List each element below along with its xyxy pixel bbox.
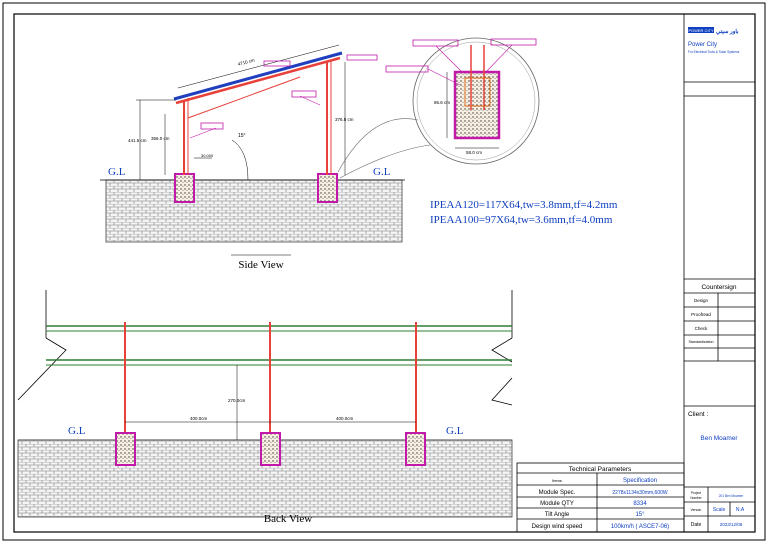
dim-front-height: 441.5 cm — [128, 138, 147, 143]
dim-mid-height: 356.0 cm — [151, 136, 170, 141]
back-view — [17, 290, 513, 518]
company-logo-arabic: باور سيتي — [716, 28, 739, 35]
gl-label-back-right: G.L — [446, 425, 464, 437]
tech-row-spec: 8334 — [633, 501, 647, 507]
company-name: Power City — [688, 42, 717, 48]
gl-label-back-left: G.L — [68, 425, 86, 437]
dim-span-2: 400.0cm — [336, 416, 354, 421]
tech-row-spec: 100km/h ( ASCE7-06) — [611, 524, 669, 530]
date-value: 2023/12/08 — [720, 522, 743, 527]
version-label: Version — [691, 508, 702, 512]
dim-detail-width: 58.0 cm — [466, 150, 482, 155]
dim-tilt: 15° — [238, 133, 246, 139]
dim-rear-height: 376.8 cm — [335, 117, 354, 122]
countersign-standardization: Standardization — [689, 340, 714, 344]
tech-row-item: Module QTY — [540, 501, 574, 507]
side-footing-rear — [317, 173, 338, 203]
client-name: Ben Moamer — [700, 435, 738, 442]
tech-row-item: Tilt Angle — [545, 512, 570, 518]
date-label: Date — [691, 522, 702, 528]
pv-panel — [173, 51, 343, 101]
tech-col-spec: Specification — [623, 478, 657, 484]
side-ground — [105, 179, 403, 243]
company-logo-text: POWER CITY — [688, 28, 714, 33]
dim-rafter: 4710 cm — [237, 57, 255, 66]
scale-label: Scale — [713, 507, 726, 513]
spec-line-2: IPEAA100=97X64,tw=3.6mm,tf=4.0mm — [430, 214, 613, 226]
scale-value: N.A — [736, 507, 745, 513]
title-block — [683, 14, 755, 532]
spec-line-1: IPEAA120=117X64,tw=3.8mm,tf=4.2mm — [430, 199, 618, 211]
company-subtitle: For Electrical Tools & Solar Systems — [688, 50, 740, 54]
gl-label-side-left: G.L — [108, 166, 126, 178]
tech-table — [516, 462, 685, 533]
rafter — [175, 56, 341, 105]
company-logo — [688, 27, 714, 33]
dim-back-height: 270.0cm — [228, 398, 246, 403]
dim-footing-small: 30.000 — [201, 153, 214, 158]
dim-detail-height: 86.6 cm — [434, 100, 450, 105]
back-view-title: Back View — [264, 513, 312, 525]
countersign-design: Design — [694, 298, 709, 303]
tech-row-spec: 2278x1134x30mm,600W — [612, 490, 667, 496]
dim-span-1: 400.0cm — [190, 416, 208, 421]
side-view-title: Side View — [238, 259, 283, 271]
client-label: Client : — [688, 411, 708, 418]
side-view — [100, 44, 405, 243]
inner-frame — [13, 13, 756, 533]
tech-row-spec: 15° — [635, 512, 645, 518]
side-footing-front — [174, 173, 195, 203]
project-number-label-2: Number — [690, 496, 702, 500]
tech-title: Technical Parameters — [569, 466, 632, 473]
tech-row-item: Design wind speed — [532, 524, 583, 530]
project-number-label: Project — [691, 491, 701, 495]
project-number-value: 201 Ben Moamer — [719, 494, 744, 498]
footing-detail — [337, 37, 540, 179]
tech-row-item: Module Spec. — [539, 490, 576, 496]
gl-label-side-right: G.L — [373, 166, 391, 178]
countersign-title: Countersign — [701, 284, 736, 291]
countersign-check: Check — [695, 326, 709, 331]
countersign-proofread: Proofread — [691, 312, 711, 317]
tech-col-items: Items — [552, 478, 562, 483]
